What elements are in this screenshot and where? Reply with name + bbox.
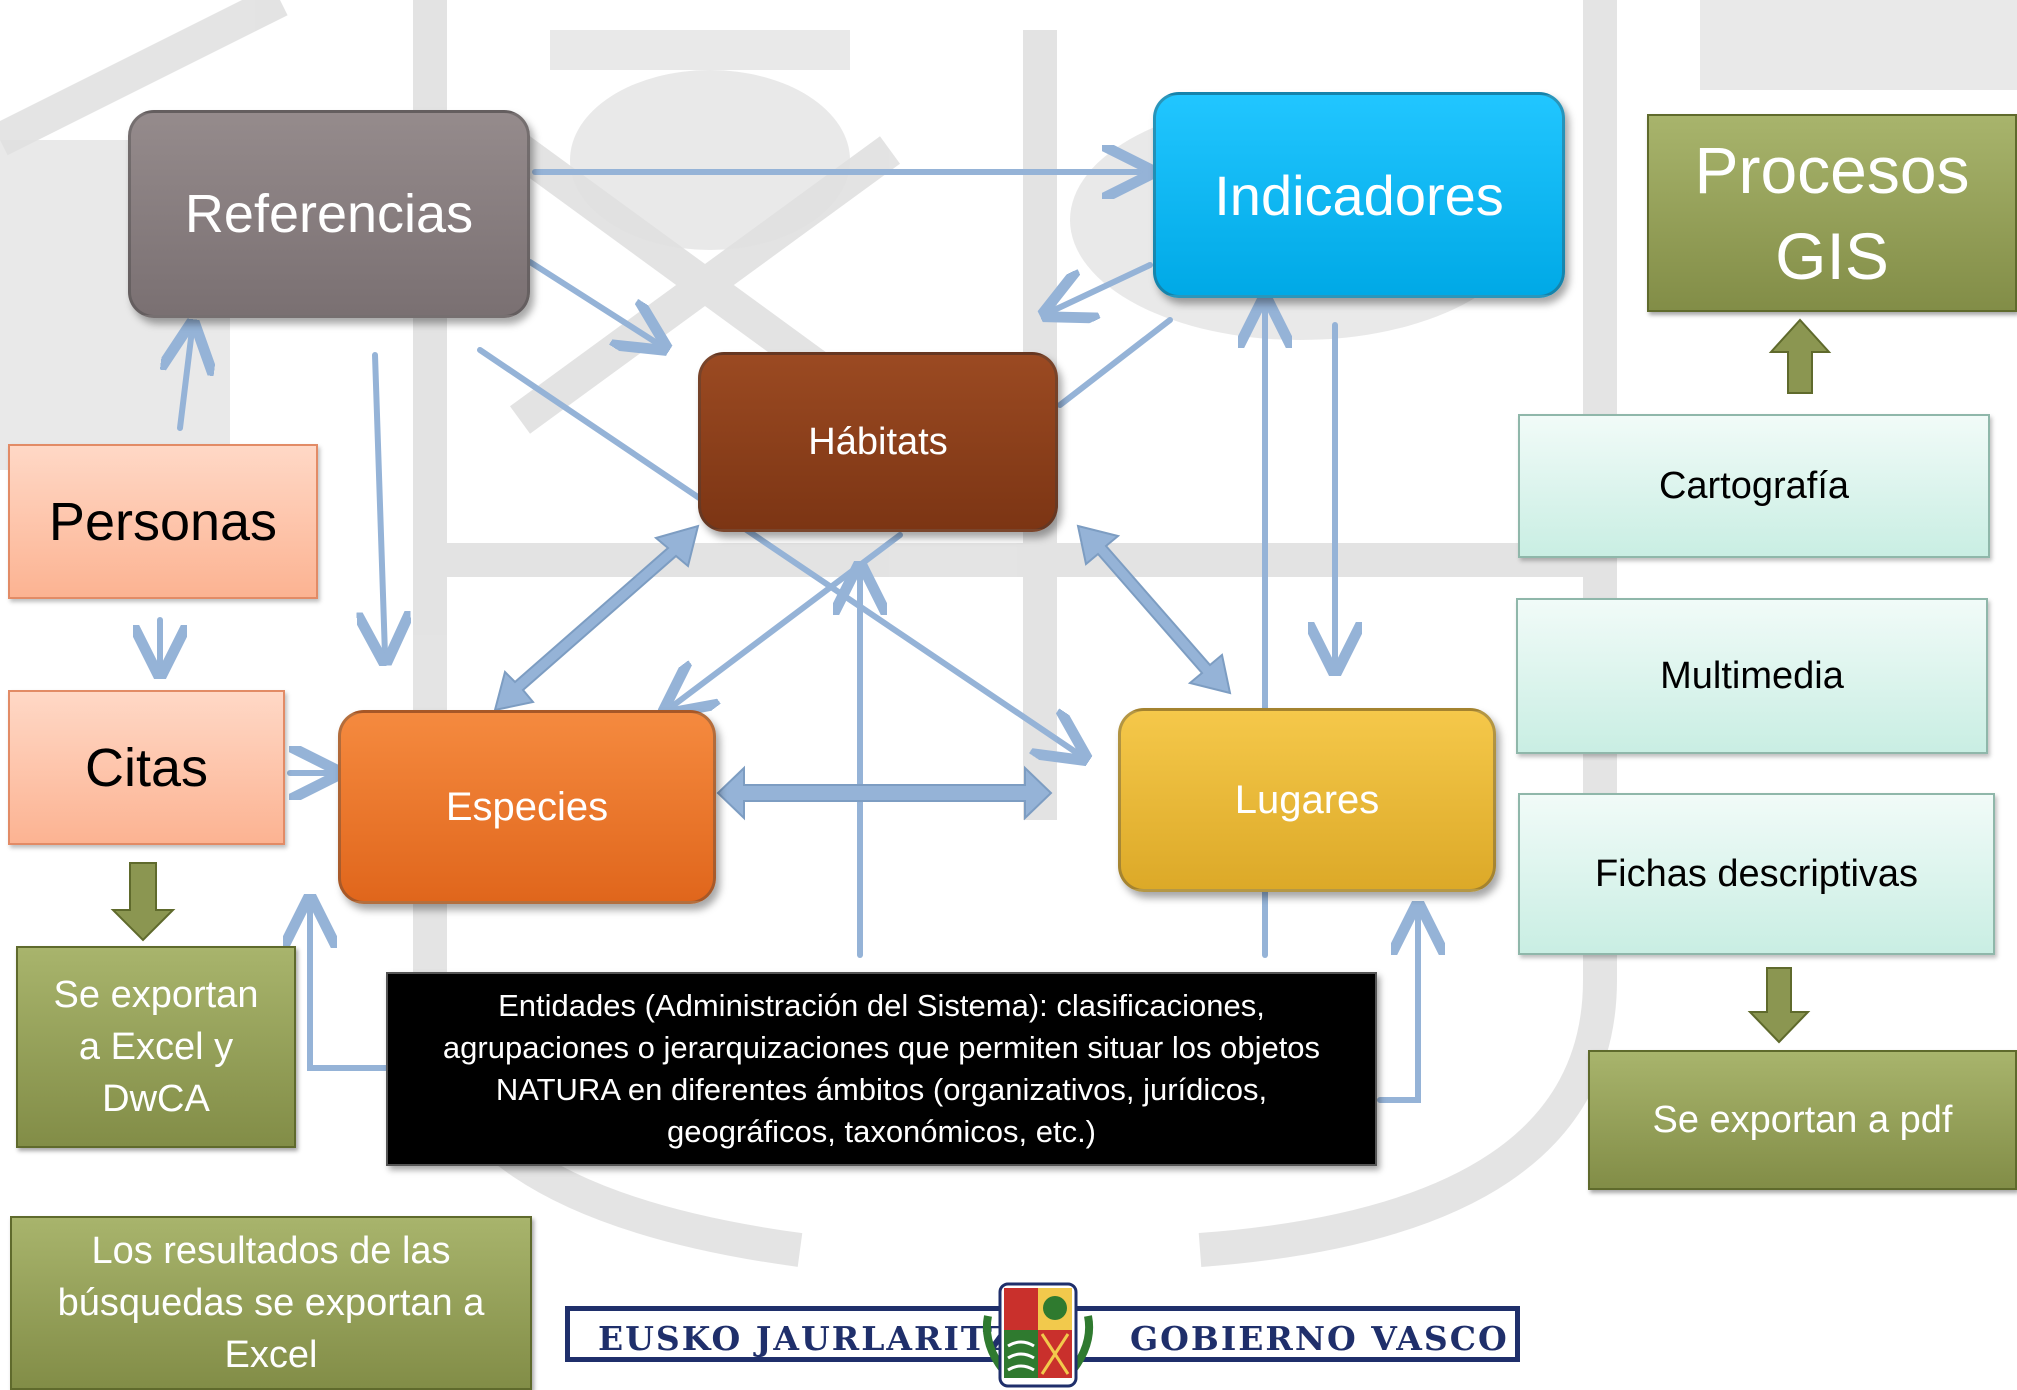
arrow-referencias-lugares bbox=[477, 347, 1080, 755]
arrow-habitats-especies bbox=[670, 532, 903, 708]
arrow-entidades-especies bbox=[310, 905, 393, 1071]
export-busquedas-label: Los resultados de las búsquedas se expor… bbox=[57, 1230, 485, 1376]
logo-left-text: EUSKO JAURLARITZA bbox=[598, 1319, 1042, 1358]
node-personas: Personas bbox=[8, 444, 318, 599]
node-fichas-label: Fichas descriptivas bbox=[1594, 852, 1919, 895]
entidades-note-text: Entidades (Administración del Sistema): … bbox=[442, 988, 1321, 1149]
node-citas-label: Citas bbox=[84, 737, 209, 798]
node-multimedia-label: Multimedia bbox=[1660, 654, 1844, 697]
node-procesos-gis-label: Procesos GIS bbox=[1694, 133, 1970, 293]
export-excel-dwca: Se exportan a Excel y DwCA bbox=[16, 946, 296, 1148]
node-procesos-gis: Procesos GIS bbox=[1647, 114, 2017, 312]
double-arrow-habitats-lugares bbox=[1076, 524, 1232, 695]
node-especies: Especies bbox=[338, 710, 716, 904]
node-referencias-label: Referencias bbox=[184, 184, 474, 244]
node-personas-label: Personas bbox=[48, 491, 278, 552]
arrow-indicadores-habitats bbox=[1050, 262, 1153, 312]
double-arrow-especies-lugares bbox=[716, 765, 1053, 821]
arrow-referencias-especies bbox=[375, 352, 385, 655]
double-arrow-habitats-especies bbox=[493, 524, 700, 712]
export-pdf-label: Se exportan a pdf bbox=[1652, 1098, 1953, 1141]
export-excel-dwca-label: Se exportan a Excel y DwCA bbox=[53, 974, 259, 1120]
coat-of-arms-emblem bbox=[982, 1282, 1094, 1388]
logo-right-text: GOBIERNO VASCO bbox=[1130, 1319, 1509, 1358]
entidades-note: Entidades (Administración del Sistema): … bbox=[386, 972, 1377, 1166]
node-indicadores: Indicadores bbox=[1153, 92, 1565, 298]
arrow-indicadores-lugares-line bbox=[1057, 317, 1173, 408]
node-especies-label: Especies bbox=[445, 784, 609, 829]
node-habitats-label: Hábitats bbox=[808, 420, 948, 463]
olive-arrow-down-pdf bbox=[1747, 967, 1811, 1044]
node-citas: Citas bbox=[8, 690, 285, 845]
node-indicadores-label: Indicadores bbox=[1214, 163, 1504, 227]
node-lugares-label: Lugares bbox=[1234, 777, 1380, 822]
node-cartografia: Cartografía bbox=[1518, 414, 1990, 558]
arrow-personas-referencias bbox=[180, 330, 192, 431]
node-habitats: Hábitats bbox=[698, 352, 1058, 532]
export-pdf: Se exportan a pdf bbox=[1588, 1050, 2017, 1190]
node-fichas: Fichas descriptivas bbox=[1518, 793, 1995, 955]
node-lugares: Lugares bbox=[1118, 708, 1496, 892]
arrow-referencias-habitats bbox=[527, 259, 660, 345]
olive-arrow-up-gis bbox=[1768, 318, 1832, 394]
node-cartografia-label: Cartografía bbox=[1658, 464, 1850, 507]
olive-arrow-down-citas bbox=[110, 862, 176, 942]
node-referencias: Referencias bbox=[128, 110, 530, 318]
arrow-entidades-lugares bbox=[1377, 912, 1418, 1103]
node-multimedia: Multimedia bbox=[1516, 598, 1988, 754]
export-busquedas: Los resultados de las búsquedas se expor… bbox=[10, 1216, 532, 1390]
